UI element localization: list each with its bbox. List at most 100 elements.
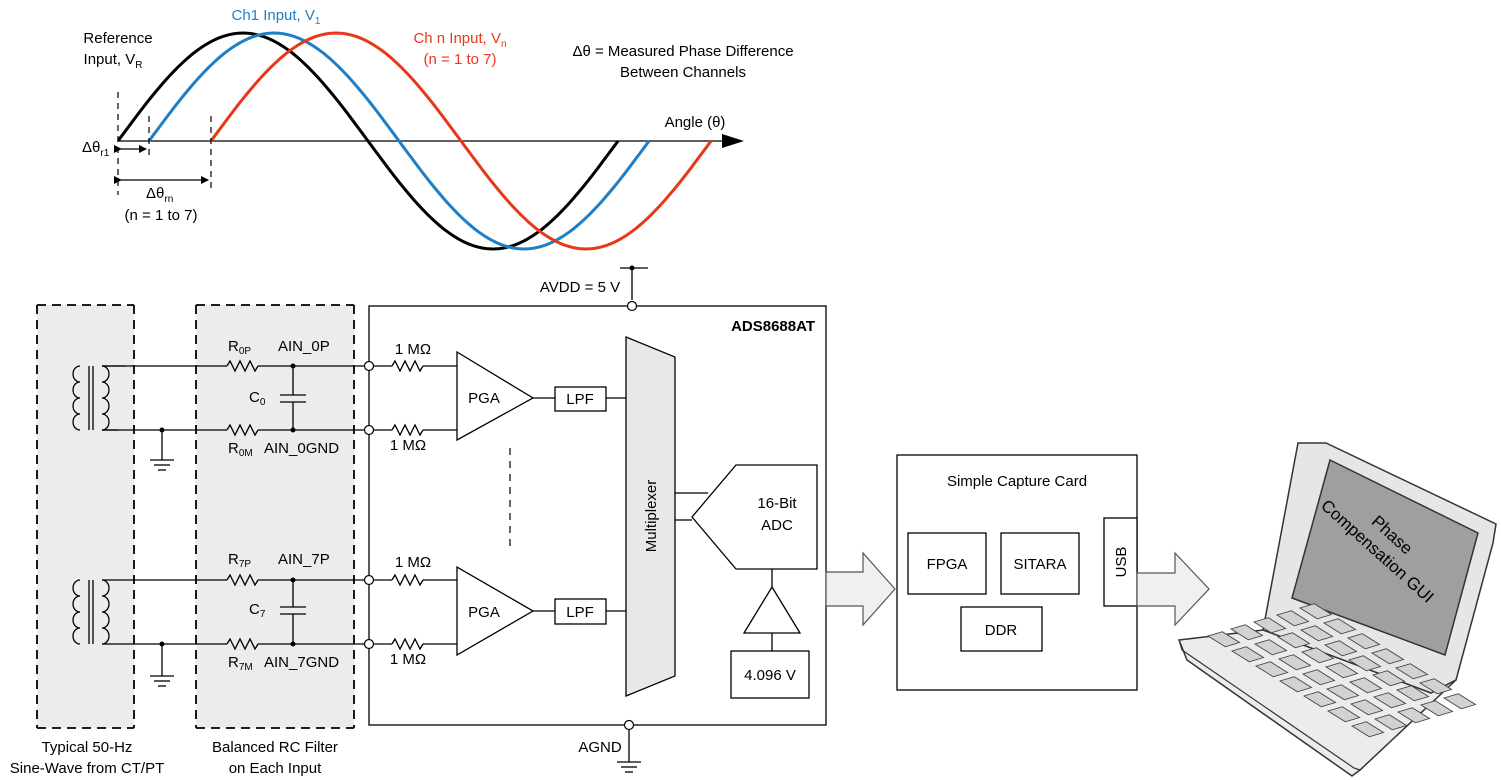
keyboard-key xyxy=(1347,655,1382,672)
keyboard-key xyxy=(1230,646,1265,663)
chn-range-label: (n = 1 to 7) xyxy=(424,51,497,68)
capture-card: Simple Capture Card FPGA SITARA DDR USB xyxy=(896,454,1138,691)
data-arrow-to-capture-card xyxy=(825,551,896,627)
r0m-label: R0M xyxy=(228,440,253,459)
ain7p-label: AIN_7P xyxy=(278,551,330,568)
agnd-label: AGND xyxy=(578,739,622,756)
chn-label: Ch n Input, Vn xyxy=(413,30,506,50)
c0-label: C0 xyxy=(249,389,266,408)
ain0p-label: AIN_0P xyxy=(278,338,330,355)
pga-label: PGA xyxy=(468,390,500,407)
ain0gnd-pin xyxy=(363,424,375,436)
keyboard-key xyxy=(1275,610,1310,627)
adc-label-line2: ADC xyxy=(761,517,793,534)
reference-sine-wave xyxy=(116,31,620,251)
delta-r1-label: Δθr1 xyxy=(82,139,110,159)
filter-caption-line1: Balanced RC Filter xyxy=(212,739,338,756)
keyboard-key xyxy=(1373,714,1408,731)
keyboard-key xyxy=(1254,661,1289,678)
ch1-sine-wave xyxy=(147,31,651,251)
keyboard-key xyxy=(1371,670,1406,687)
channel-7-wiring: R7P R7M C7 AIN_7P AIN_7GND xyxy=(102,551,364,687)
keyboard-key xyxy=(1298,603,1333,620)
r0m-resistor xyxy=(226,423,259,437)
lpf-0 xyxy=(554,386,607,412)
lpf-7 xyxy=(554,598,607,625)
reference-voltage-box xyxy=(730,650,810,699)
keyboard-key xyxy=(1229,624,1264,641)
multiplexer-label: Multiplexer xyxy=(643,480,660,553)
ground-icon xyxy=(150,675,174,687)
keyboard-key xyxy=(1325,684,1360,701)
r7p-resistor xyxy=(226,573,259,587)
ain7gnd-pin xyxy=(363,638,375,650)
filter-caption-line2: on Each Input xyxy=(229,760,322,777)
capture-card-title: Simple Capture Card xyxy=(947,473,1087,490)
adc-chip: ADS8688AT AVDD = 5 V AGND 1 MΩ 1 MΩ PGA xyxy=(363,265,827,773)
r0p-resistor xyxy=(226,359,259,373)
pga-0 xyxy=(456,350,535,442)
r0p-label: R0P xyxy=(228,338,251,357)
keyboard-key xyxy=(1346,633,1381,650)
delta-definition-line1: Δθ = Measured Phase Difference xyxy=(572,43,793,60)
c7-label: C7 xyxy=(249,601,266,620)
fpga-block xyxy=(907,532,987,595)
delta-definition-line2: Between Channels xyxy=(620,64,746,81)
keyboard-key xyxy=(1442,693,1477,710)
ain7gnd-label: AIN_7GND xyxy=(264,654,339,671)
delta-rn-range-label: (n = 1 to 7) xyxy=(125,207,198,224)
chn-sine-wave xyxy=(209,31,713,251)
keyboard-key xyxy=(1372,692,1407,709)
keyboard-key xyxy=(1253,639,1288,656)
adc-block xyxy=(691,464,818,570)
input-resistor-label: 1 MΩ xyxy=(390,437,426,454)
delta-rn-label: Δθrn xyxy=(146,185,173,205)
reference-voltage-label: 4.096 V xyxy=(744,667,796,684)
avdd-label: AVDD = 5 V xyxy=(540,279,620,296)
avdd-pin xyxy=(626,300,638,312)
multiplexer xyxy=(625,336,676,697)
ch1-label: Ch1 Input, V1 xyxy=(232,7,321,27)
source-section: Typical 50-Hz Sine-Wave from CT/PT xyxy=(10,304,164,777)
laptop-screen xyxy=(1291,458,1479,656)
keyboard-key xyxy=(1322,618,1357,635)
keyboard-key xyxy=(1370,648,1405,665)
lpf-label: LPF xyxy=(566,604,594,621)
adc-label-line1: 16-Bit xyxy=(757,495,797,512)
input-resistor-label: 1 MΩ xyxy=(395,554,431,571)
keyboard-key xyxy=(1277,654,1312,671)
sitara-label: SITARA xyxy=(1013,556,1066,573)
angle-axis-arrow xyxy=(722,134,744,148)
channel-0-wiring: R0P R0M C0 AIN_0P AIN_0GND xyxy=(102,338,364,471)
source-shade xyxy=(37,305,134,728)
data-arrow-to-laptop xyxy=(1136,551,1210,627)
r7m-label: R7M xyxy=(228,654,253,673)
keyboard-key xyxy=(1299,625,1334,642)
keyboard-key xyxy=(1348,677,1383,694)
keyboard-key xyxy=(1394,663,1429,680)
waveform-section: Reference Input, VR Ch1 Input, V1 Ch n I… xyxy=(82,7,794,251)
keyboard-key xyxy=(1326,706,1361,723)
keyboard-key xyxy=(1302,691,1337,708)
keyboard-key xyxy=(1349,699,1384,716)
lpf-label: LPF xyxy=(566,391,594,408)
keyboard-key xyxy=(1418,678,1453,695)
ain7p-pin xyxy=(363,574,375,586)
keyboard-key xyxy=(1301,669,1336,686)
ddr-label: DDR xyxy=(985,622,1018,639)
keyboard-key xyxy=(1323,640,1358,657)
keyboard-key xyxy=(1252,617,1287,634)
r7p-label: R7P xyxy=(228,551,251,570)
ain0p-pin xyxy=(363,360,375,372)
usb-block xyxy=(1103,517,1138,607)
transformer-ch7 xyxy=(72,579,110,645)
filter-shade xyxy=(196,305,354,728)
angle-label: Angle (θ) xyxy=(665,114,726,131)
usb-label: USB xyxy=(1113,547,1130,578)
laptop-keyboard xyxy=(1206,603,1477,738)
source-caption-line1: Typical 50-Hz xyxy=(42,739,133,756)
ddr-block xyxy=(960,606,1043,652)
ain0gnd-label: AIN_0GND xyxy=(264,440,339,457)
keyboard-key xyxy=(1350,721,1385,738)
